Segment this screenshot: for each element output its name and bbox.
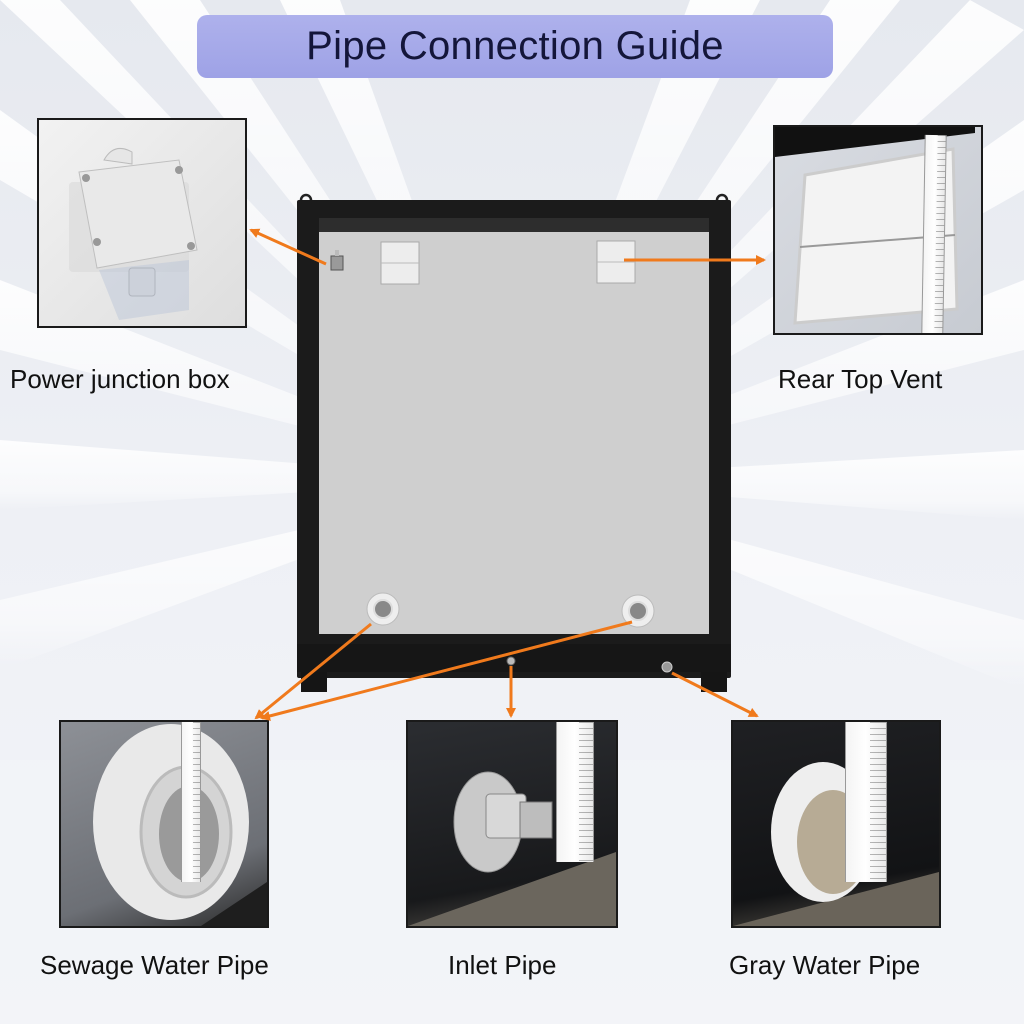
label-inlet-pipe: Inlet Pipe bbox=[448, 950, 557, 980]
inlet-fitting bbox=[506, 656, 516, 666]
label-gray-water-pipe: Gray Water Pipe bbox=[729, 950, 921, 980]
sewage-pipe-icon bbox=[93, 724, 267, 926]
photo-inlet-pipe bbox=[406, 720, 618, 928]
label-rear-top-vent: Rear Top Vent bbox=[778, 364, 943, 394]
photo-power-junction-box bbox=[37, 118, 247, 328]
sewage-flange bbox=[366, 592, 400, 626]
vent-icon bbox=[775, 127, 975, 325]
inlet-pipe-icon bbox=[408, 771, 616, 926]
foot-right bbox=[701, 672, 727, 692]
gray-water-flange bbox=[621, 594, 655, 628]
vent-left bbox=[380, 241, 420, 285]
photo-sewage-water-pipe bbox=[59, 720, 269, 928]
measuring-tape bbox=[921, 134, 947, 333]
label-power-junction-box: Power junction box bbox=[10, 364, 230, 394]
vent-right bbox=[596, 240, 636, 284]
photo-gray-water-pipe bbox=[731, 720, 941, 928]
photo-rear-top-vent bbox=[773, 125, 983, 335]
unit-illustration bbox=[297, 193, 731, 692]
gray-water-pipe-icon bbox=[733, 762, 939, 926]
measuring-tape bbox=[556, 722, 594, 862]
measuring-tape bbox=[845, 722, 887, 882]
label-sewage-water-pipe: Sewage Water Pipe bbox=[40, 950, 269, 980]
rear-panel bbox=[319, 232, 709, 634]
title-banner: Pipe Connection Guide bbox=[197, 15, 833, 78]
page-title: Pipe Connection Guide bbox=[306, 24, 724, 68]
unit-rear-view bbox=[295, 188, 735, 696]
outlet-fitting bbox=[661, 661, 673, 673]
junction-box-mini bbox=[330, 255, 344, 271]
junction-box-icon bbox=[69, 147, 198, 320]
measuring-tape bbox=[181, 722, 201, 882]
foot-left bbox=[301, 672, 327, 692]
